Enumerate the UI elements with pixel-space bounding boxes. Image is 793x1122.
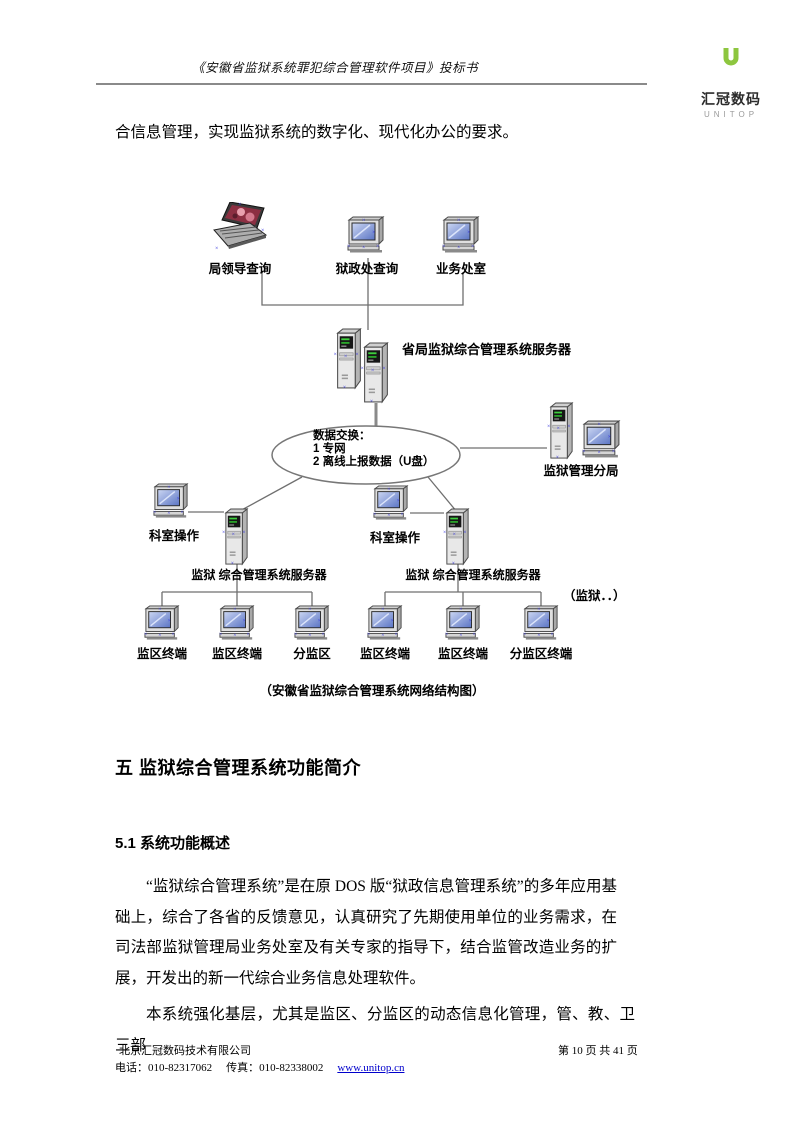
desktop-icon	[441, 216, 481, 254]
network-diagram: 局领导查询 狱政处查询 业务处室 省局监狱综合管理系统服务器 数据交换： 1 专…	[0, 190, 793, 710]
server-icon	[547, 402, 576, 460]
header-title: 《安徽省监狱系统罪犯综合管理软件项目》投标书	[191, 61, 478, 75]
section-heading: 五 监狱综合管理系统功能简介	[115, 758, 361, 778]
other-prisons-note: （监狱．．）	[563, 589, 626, 603]
left-operator-label: 科室操作	[148, 529, 199, 543]
node-label-bureau-leader-query: 局领导查询	[208, 262, 272, 276]
server-icon	[333, 328, 388, 404]
server-icon	[222, 508, 251, 566]
desktop-icon	[444, 605, 482, 641]
left-terminal-label: 监区终端	[136, 647, 187, 661]
desktop-icon	[522, 605, 560, 641]
right-terminal-label: 监区终端	[359, 647, 410, 661]
exchange-item-1: 1 专网	[313, 443, 346, 455]
intro-paragraph: 合信息管理，实现监狱系统的数字化、现代化办公的要求。	[115, 124, 519, 141]
branch-bureau-label: 监狱管理分局	[543, 464, 619, 478]
company-logo: 汇冠数码 UNITOP	[688, 47, 783, 164]
subsection-heading: 5.1 系统功能概述	[115, 835, 231, 852]
exchange-title: 数据交换：	[313, 430, 371, 442]
node-label-business-office: 业务处室	[435, 262, 486, 276]
desktop-icon	[143, 605, 181, 641]
diagram-caption: （安徽省监狱综合管理系统网络结构图）	[259, 684, 485, 698]
footer-website-link[interactable]: www.unitop.cn	[337, 1062, 405, 1074]
left-terminal-label: 分监区	[293, 647, 331, 661]
body-paragraph: 本系统强化基层，尤其是监区、分监区的动态信息化管理，管、教、卫三部	[115, 1006, 635, 1054]
footer-company: 北京汇冠数码技术有限公司	[119, 1045, 251, 1057]
logo-subtitle: UNITOP	[703, 110, 759, 119]
logo-mark-icon	[723, 47, 783, 164]
desktop-icon	[581, 420, 622, 459]
diagram-connectors	[161, 258, 547, 607]
left-server-label: 监狱 综合管理系统服务器	[191, 568, 327, 582]
footer-phone: 电话：010-82317062	[115, 1062, 213, 1074]
desktop-icon	[366, 605, 404, 641]
exchange-item-2: 2 离线上报数据（U盘）	[313, 456, 435, 468]
provincial-server-label: 省局监狱综合管理系统服务器	[402, 342, 572, 357]
desktop-icon	[152, 483, 190, 519]
desktop-icon	[346, 216, 386, 254]
server-icon	[443, 508, 472, 566]
body-paragraph: “监狱综合管理系统”是在原 DOS 版“狱政信息管理系统”的多年应用基础上，综合…	[115, 878, 617, 987]
right-terminal-label: 监区终端	[437, 647, 488, 661]
left-terminal-label: 监区终端	[211, 647, 262, 661]
desktop-icon	[218, 605, 256, 641]
desktop-icon	[372, 485, 410, 521]
footer-fax: 传真：010-82338002	[226, 1062, 324, 1074]
right-operator-label: 科室操作	[369, 531, 420, 545]
right-terminal-label: 分监区终端	[509, 647, 573, 661]
laptop-icon	[212, 202, 268, 252]
footer-contact: 电话：010-82317062 传真：010-82338002 www.unitop…	[115, 1059, 404, 1075]
logo-name: 汇冠数码	[701, 91, 761, 107]
desktop-icon	[293, 605, 331, 641]
footer-page-number: 第 10 页 共 41 页	[558, 1045, 638, 1057]
right-server-label: 监狱 综合管理系统服务器	[405, 568, 541, 582]
node-label-prison-admin-query: 狱政处查询	[335, 262, 399, 276]
header-divider	[96, 83, 647, 85]
data-exchange-cloud: 数据交换： 1 专网 2 离线上报数据（U盘）	[313, 430, 463, 469]
